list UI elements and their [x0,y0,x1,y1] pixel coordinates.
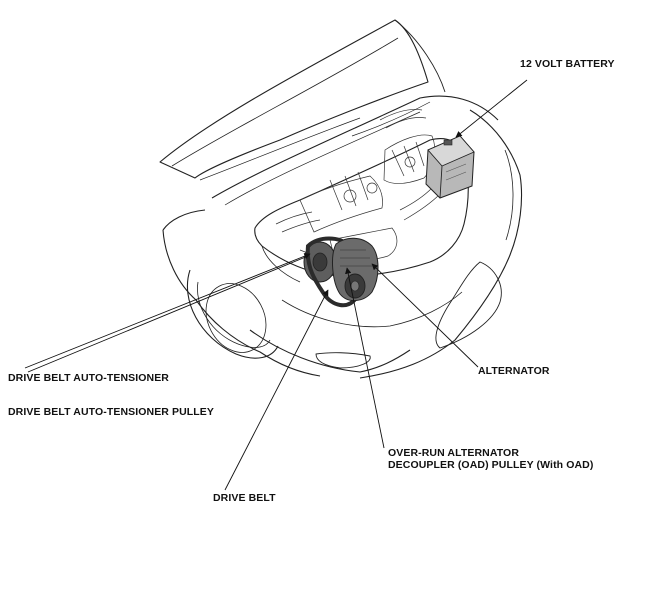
label-oad-line-2: DECOUPLER (OAD) PULLEY (With OAD) [388,459,594,471]
car-body [159,19,523,379]
leader-tensioner-pulley [27,255,309,373]
label-alternator: ALTERNATOR [478,365,550,377]
leader-drive-belt [224,289,329,491]
leader-oad-pulley [345,267,385,449]
leader-battery [455,79,528,138]
engine-bay-edge [254,137,469,277]
leader-tensioner [24,253,311,369]
open-hood [159,19,429,179]
leader-lines [24,79,528,491]
alternator-shape [332,237,379,301]
leader-alternator [371,263,479,368]
label-12-volt-battery: 12 VOLT BATTERY [520,58,615,70]
label-oad-line-1: OVER-RUN ALTERNATOR [388,447,520,459]
battery-shape [425,135,475,199]
label-oad-pulley: OVER-RUN ALTERNATOR DECOUPLER (OAD) PULL… [388,447,593,471]
front-wheel [186,269,279,359]
left-fender [162,229,321,377]
label-drive-belt-auto-tensioner-pulley: DRIVE BELT AUTO-TENSIONER PULLEY [8,406,215,418]
headlight [435,261,502,349]
right-fender [359,109,523,379]
belt-assembly [303,236,379,308]
label-drive-belt: DRIVE BELT [213,492,276,504]
label-drive-belt-auto-tensioner: DRIVE BELT AUTO-TENSIONER [8,372,169,384]
front-bumper [249,329,411,373]
fog-light [315,352,371,369]
